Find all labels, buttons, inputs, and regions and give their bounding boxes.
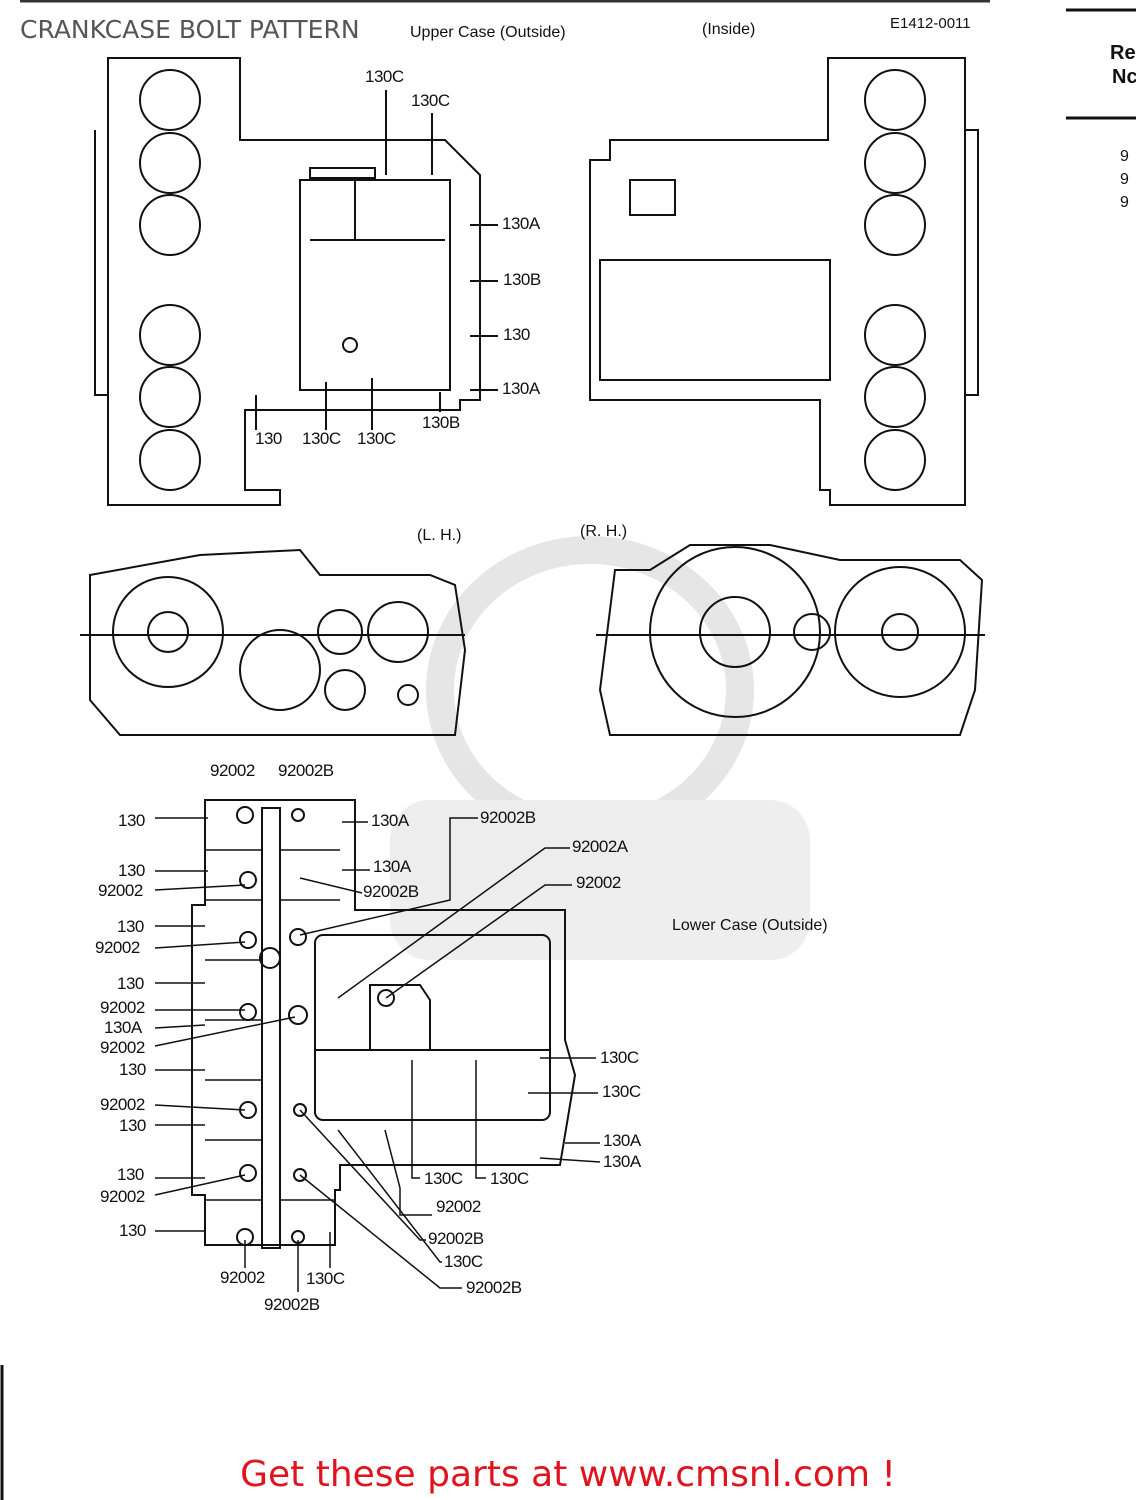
left-hand-side-drawing [80, 548, 467, 736]
part-number-label: 130C [424, 1169, 463, 1188]
watermark-logo [390, 536, 810, 960]
part-number-label: 130C [306, 1269, 345, 1288]
part-number-label: 130C [357, 429, 396, 448]
caption-lower-case-outside: Lower Case (Outside) [672, 917, 828, 934]
part-number-label: 130 [118, 861, 145, 880]
part-number-label: 130C [444, 1252, 483, 1271]
ref-no-row: 9 [1120, 148, 1129, 165]
part-number-label: 92002 [210, 761, 255, 780]
part-number-label: 130 [119, 1060, 146, 1079]
part-number-label: 130A [502, 214, 540, 233]
part-number-label: 130 [118, 811, 145, 830]
part-number-label: 92002B [466, 1278, 522, 1297]
caption-upper-case-outside: Upper Case (Outside) [410, 24, 566, 41]
diagram-code: E1412-0011 [890, 15, 971, 32]
part-number-label: 130A [603, 1152, 641, 1171]
caption-lh: (L. H.) [417, 527, 462, 544]
part-number-label: 92002B [278, 761, 334, 780]
part-number-label: 92002 [100, 998, 145, 1017]
part-number-label: 130C [411, 91, 450, 110]
part-number-label: 130 [255, 429, 282, 448]
part-number-label: 92002 [100, 1095, 145, 1114]
caption-inside: (Inside) [702, 21, 756, 38]
part-number-label: 92002B [264, 1295, 320, 1314]
ref-no-row: 9 [1120, 194, 1129, 211]
upper-case-inside-drawing [589, 57, 979, 506]
part-number-label: 130 [119, 1221, 146, 1240]
part-number-label: 92002B [363, 882, 419, 901]
ref-no-row: 9 [1120, 171, 1129, 188]
part-number-label: 130C [602, 1082, 641, 1101]
caption-rh: (R. H.) [580, 523, 628, 540]
footer-link[interactable]: Get these parts at www.cmsnl.com ! [240, 1454, 896, 1495]
part-number-label: 92002 [100, 1038, 145, 1057]
right-hand-side-drawing [596, 544, 985, 736]
part-number-label: 130C [490, 1169, 529, 1188]
part-number-label: 130C [365, 67, 404, 86]
part-number-label: 130C [600, 1048, 639, 1067]
part-number-label: 130 [117, 917, 144, 936]
part-number-label: 92002 [220, 1268, 265, 1287]
part-number-label: 92002 [95, 938, 140, 957]
lower-case-outside-drawing [154, 799, 601, 1292]
part-number-label: 92002 [100, 1187, 145, 1206]
part-number-label: 130B [503, 270, 541, 289]
part-number-label: 130A [104, 1018, 142, 1037]
part-number-label: 130B [422, 413, 460, 432]
part-number-label: 130A [371, 811, 409, 830]
part-number-label: 130C [302, 429, 341, 448]
part-number-label: 92002B [480, 808, 536, 827]
part-number-label: 92002B [428, 1229, 484, 1248]
upper-case-outside-drawing [94, 57, 498, 506]
ref-no-header-2: Nc [1112, 66, 1136, 88]
part-number-label: 92002 [576, 873, 621, 892]
part-number-label: 92002A [572, 837, 628, 856]
part-number-label: 130 [119, 1116, 146, 1135]
part-number-label: 92002 [436, 1197, 481, 1216]
part-number-label: 130 [117, 1165, 144, 1184]
part-number-label: 130A [373, 857, 411, 876]
part-number-label: 130A [502, 379, 540, 398]
part-number-label: 92002 [98, 881, 143, 900]
page-title: CRANKCASE BOLT PATTERN [20, 15, 360, 44]
part-number-label: 130A [603, 1131, 641, 1150]
ref-no-header: Re [1110, 42, 1136, 64]
part-number-label: 130 [117, 974, 144, 993]
part-number-label: 130 [503, 325, 530, 344]
